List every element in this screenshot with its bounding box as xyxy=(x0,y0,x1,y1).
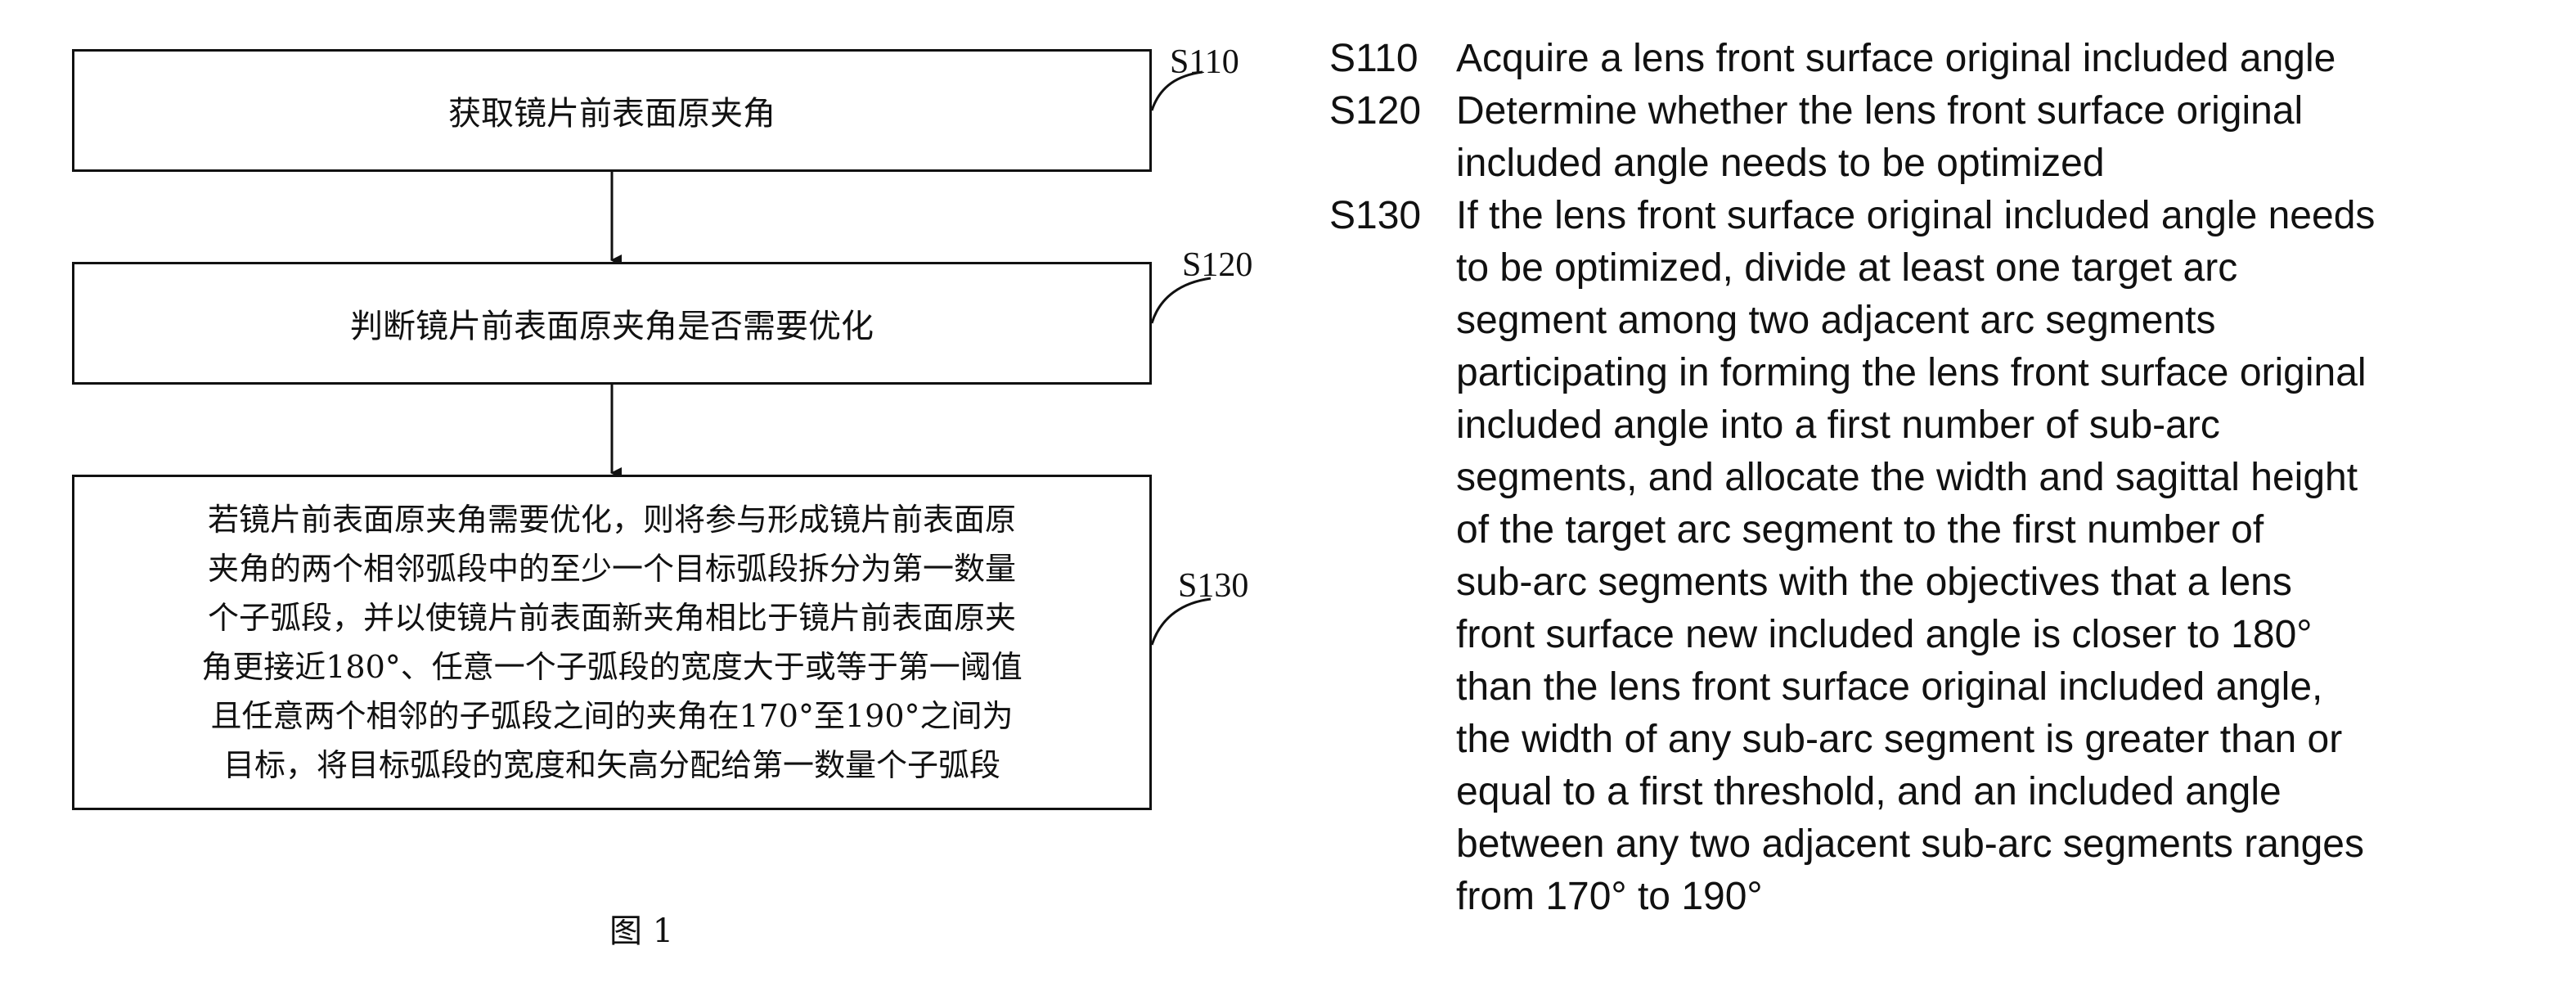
step-text-s130-line: 且任意两个相邻的子弧段之间的夹角在170°至190°之间为 xyxy=(210,698,1014,734)
step-text-s130-line: 目标，将目标弧段的宽度和矢高分配给第一数量个子弧段 xyxy=(223,747,1000,783)
legend-line: included angle needs to be optimized xyxy=(1456,142,2105,185)
step-text-s130-line: 夹角的两个相邻弧段中的至少一个目标弧段拆分为第一数量 xyxy=(207,551,1016,587)
step-label-s130: S130 xyxy=(1178,567,1249,605)
legend-line: Determine whether the lens front surface… xyxy=(1456,89,2304,133)
step-box-s130: 若镜片前表面原夹角需要优化，则将参与形成镜片前表面原 夹角的两个相邻弧段中的至少… xyxy=(72,475,1152,810)
legend-line: between any two adjacent sub-arc segment… xyxy=(1456,822,2364,866)
legend-line: than the lens front surface original inc… xyxy=(1456,665,2323,709)
leader-s110 xyxy=(1150,70,1203,111)
figure-label: 图 1 xyxy=(609,912,674,950)
legend-line: Acquire a lens front surface original in… xyxy=(1456,37,2336,80)
legend-line: sub-arc segments with the objectives tha… xyxy=(1456,561,2292,604)
legend-line: from 170° to 190° xyxy=(1456,875,1763,918)
legend-line: segments, and allocate the width and sag… xyxy=(1456,456,2358,499)
step-text-s130-line: 角更接近180°、任意一个子弧段的宽度大于或等于第一阈值 xyxy=(201,649,1023,685)
leader-s120 xyxy=(1150,277,1212,324)
legend-line: front surface new included angle is clos… xyxy=(1456,613,2313,656)
legend-line: the width of any sub-arc segment is grea… xyxy=(1456,718,2343,761)
legend-id-s120: S120 xyxy=(1329,89,1422,133)
legend-text-s110: Acquire a lens front surface original in… xyxy=(1456,33,2565,85)
step-text-s110: 获取镜片前表面原夹角 xyxy=(448,95,775,133)
legend-text-s120: Determine whether the lens front surface… xyxy=(1456,85,2565,190)
step-text-s120: 判断镜片前表面原夹角是否需要优化 xyxy=(350,308,874,345)
step-text-s130-line: 若镜片前表面原夹角需要优化，则将参与形成镜片前表面原 xyxy=(207,502,1016,538)
legend-item-s130: S130 If the lens front surface original … xyxy=(1329,190,2565,923)
step-label-s120: S120 xyxy=(1182,246,1253,284)
legend-item-s120: S120 Determine whether the lens front su… xyxy=(1329,85,2565,190)
legend-text-s130: If the lens front surface original inclu… xyxy=(1456,190,2565,923)
legend-line: participating in forming the lens front … xyxy=(1456,351,2367,394)
legend-id-s110: S110 xyxy=(1329,37,1418,80)
step-text-s130-line: 个子弧段，并以使镜片前表面新夹角相比于镜片前表面原夹 xyxy=(207,600,1016,636)
legend-id-s130: S130 xyxy=(1329,194,1422,237)
legend-line: segment among two adjacent arc segments xyxy=(1456,299,2216,342)
legend-line: of the target arc segment to the first n… xyxy=(1456,508,2264,552)
step-box-s110: 获取镜片前表面原夹角 xyxy=(72,49,1152,172)
step-label-s110: S110 xyxy=(1170,43,1239,81)
legend-line: to be optimized, divide at least one tar… xyxy=(1456,246,2238,290)
legend-line: included angle into a first number of su… xyxy=(1456,403,2220,447)
legend-line: equal to a first threshold, and an inclu… xyxy=(1456,770,2282,813)
leader-s130 xyxy=(1150,597,1212,646)
legend-line: If the lens front surface original inclu… xyxy=(1456,194,2376,237)
legend-item-s110: S110 Acquire a lens front surface origin… xyxy=(1329,33,2565,85)
step-box-s120: 判断镜片前表面原夹角是否需要优化 xyxy=(72,262,1152,385)
step-legend: S110 Acquire a lens front surface origin… xyxy=(1329,33,2565,923)
